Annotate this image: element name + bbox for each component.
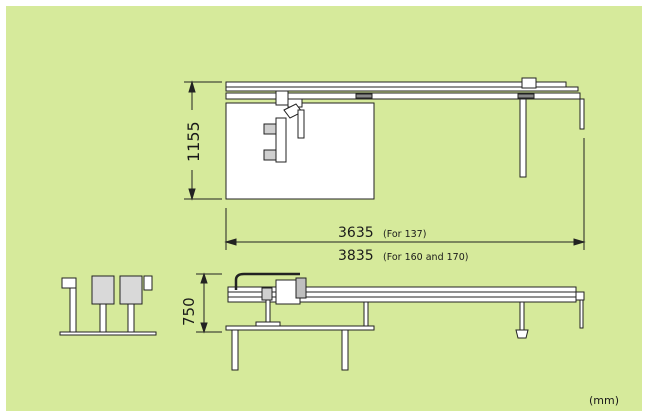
front-view bbox=[225, 272, 585, 371]
length-dimension-value-1: 3635 bbox=[338, 225, 374, 241]
front-view-arm-tube bbox=[234, 272, 300, 290]
top-view-crossbar-post bbox=[275, 90, 289, 106]
front-view-fence-leg bbox=[579, 299, 584, 329]
length-dimension-note-1: (For 137) bbox=[383, 229, 426, 240]
top-view-arm-post-2 bbox=[297, 109, 305, 139]
length-dimension-value-2: 3835 bbox=[338, 248, 374, 264]
front-view-base-leg-left bbox=[231, 329, 239, 371]
diagram-panel bbox=[6, 6, 642, 411]
top-view bbox=[225, 77, 585, 200]
front-view-motor bbox=[295, 277, 307, 299]
dim-height-arrow-top bbox=[200, 272, 208, 284]
side-view bbox=[59, 275, 157, 336]
front-view-pedestal bbox=[265, 299, 271, 323]
top-view-clamp-unit-lower bbox=[263, 149, 277, 161]
front-view-clamp-unit bbox=[261, 287, 273, 301]
top-view-support-arm bbox=[519, 98, 527, 178]
length-dimension-note-2: (For 160 and 170) bbox=[383, 252, 468, 263]
top-view-clamp bbox=[517, 93, 535, 99]
front-view-table-top bbox=[225, 325, 375, 331]
top-view-rail-lower bbox=[225, 92, 581, 100]
top-view-rail-upper bbox=[225, 81, 567, 88]
dim-depth-arrow-bottom bbox=[188, 188, 196, 201]
front-view-support-foot bbox=[515, 329, 529, 339]
side-view-leg-1 bbox=[99, 303, 107, 333]
top-view-arm-post bbox=[275, 117, 287, 163]
top-view-end-block bbox=[521, 77, 537, 89]
dim-length-arrow-right bbox=[573, 238, 586, 246]
top-view-clamp-unit-upper bbox=[263, 123, 277, 135]
top-view-clamp-2 bbox=[355, 93, 373, 99]
dim-length-arrow-left bbox=[224, 238, 237, 246]
front-view-support-leg-right bbox=[519, 301, 525, 331]
side-view-unit-1 bbox=[91, 275, 115, 305]
front-view-support-leg bbox=[363, 301, 369, 329]
front-view-pedestal-foot bbox=[255, 321, 281, 327]
side-view-base bbox=[59, 331, 157, 336]
top-view-rail-middle bbox=[225, 86, 579, 92]
unit-label: (mm) bbox=[589, 394, 619, 407]
side-view-hood bbox=[61, 277, 77, 289]
front-view-base-leg-right bbox=[341, 329, 349, 371]
front-view-fence-cap bbox=[575, 291, 585, 301]
dim-depth-arrow-top bbox=[188, 80, 196, 93]
side-view-column bbox=[69, 287, 77, 333]
top-view-fence-end bbox=[579, 98, 585, 130]
side-view-unit-2 bbox=[119, 275, 143, 305]
side-view-leg-2 bbox=[127, 303, 135, 333]
side-view-handle bbox=[143, 275, 153, 291]
dim-height-arrow-bottom bbox=[200, 322, 208, 334]
height-dimension-label: 750 bbox=[180, 297, 198, 326]
depth-dimension-label: 1155 bbox=[184, 121, 203, 162]
